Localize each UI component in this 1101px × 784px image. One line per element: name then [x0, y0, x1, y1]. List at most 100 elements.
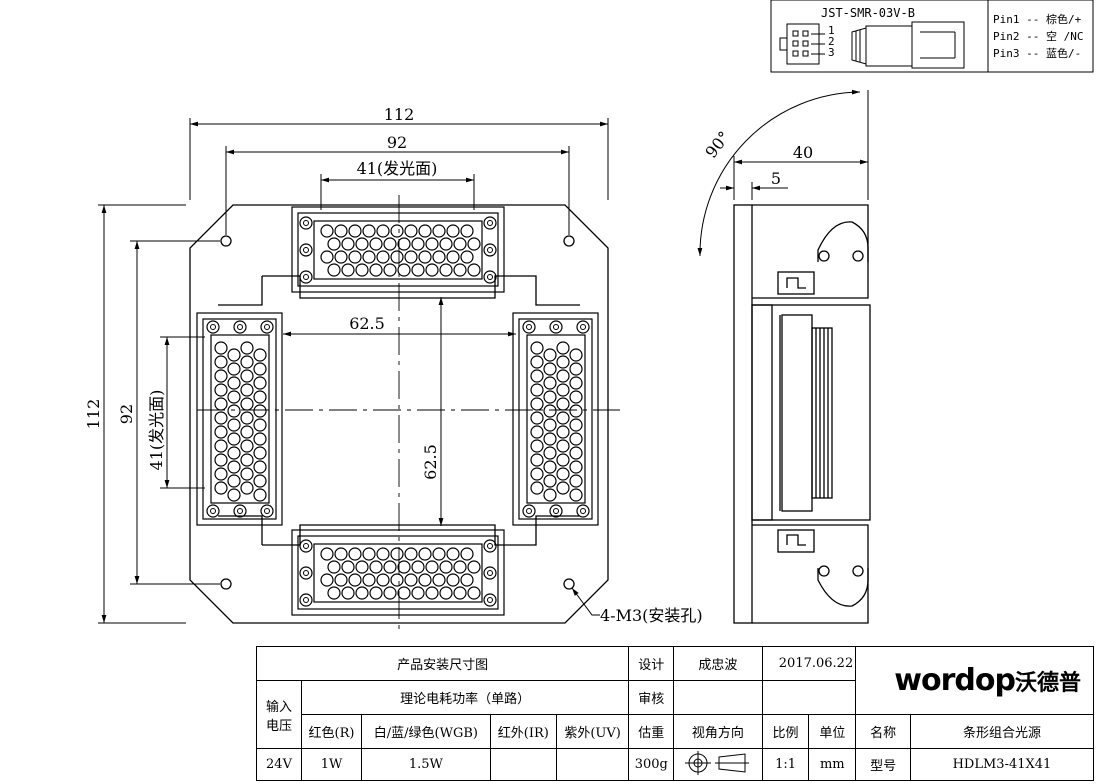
led-icon	[355, 586, 369, 600]
led-icon	[341, 586, 355, 600]
led-icon	[390, 224, 404, 238]
power-ir-value	[489, 748, 557, 781]
dim-left-emitting: 41(发光面)	[147, 390, 166, 471]
led-icon	[530, 383, 544, 397]
led-icon	[556, 355, 570, 369]
led-icon	[227, 362, 241, 376]
led-icon	[453, 560, 467, 574]
bar-frame	[297, 212, 499, 287]
led-icon	[362, 250, 376, 264]
led-icon	[327, 586, 341, 600]
led-icon	[383, 560, 397, 574]
screw-head-icon	[526, 508, 532, 514]
led-icon	[320, 250, 334, 264]
drawing-date: 2017.06.22	[761, 646, 857, 681]
screw-icon	[233, 504, 247, 518]
led-icon	[369, 237, 383, 251]
led-icon	[334, 573, 348, 587]
led-icon	[383, 586, 397, 600]
led-icon	[253, 376, 267, 390]
led-icon	[556, 467, 570, 481]
screw-head-icon	[303, 543, 309, 549]
screw-head-icon	[210, 508, 216, 514]
led-icon	[439, 586, 453, 600]
led-icon	[543, 460, 557, 474]
screw-head-icon	[487, 597, 493, 603]
led-icon	[341, 560, 355, 574]
mount-hole-tr	[563, 235, 575, 247]
screw-head-icon	[303, 247, 309, 253]
led-icon	[569, 376, 583, 390]
led-icon	[418, 250, 432, 264]
led-icon	[556, 481, 570, 495]
screw-icon	[549, 320, 563, 334]
led-icon	[214, 411, 228, 425]
led-icon	[460, 250, 474, 264]
led-icon	[362, 224, 376, 238]
led-icon	[467, 560, 481, 574]
screw-icon	[483, 593, 497, 607]
side-lower-bracket	[752, 524, 869, 624]
screw-icon	[206, 320, 220, 334]
screw-icon	[260, 504, 274, 518]
screw-head-icon	[237, 508, 243, 514]
led-icon	[253, 446, 267, 460]
side-dimensions	[697, 89, 869, 257]
led-icon	[369, 560, 383, 574]
model-label: 型号	[855, 748, 911, 781]
drawing-title: 产品安装尺寸图	[255, 646, 630, 681]
bar-housing	[291, 206, 505, 293]
led-icon	[418, 547, 432, 561]
led-icon	[543, 446, 557, 460]
led-icon	[327, 237, 341, 251]
review-date	[761, 680, 857, 715]
unit-label: 单位	[808, 714, 857, 749]
led-icon	[397, 263, 411, 277]
led-icon	[334, 547, 348, 561]
led-icon	[543, 348, 557, 362]
led-icon	[320, 224, 334, 238]
led-icon	[425, 586, 439, 600]
led-icon	[341, 263, 355, 277]
led-icon	[411, 560, 425, 574]
col-white: 白/蓝/绿色(WGB)	[361, 714, 491, 749]
led-icon	[390, 250, 404, 264]
led-icon	[404, 224, 418, 238]
power-header: 理论电耗功率（单路）	[300, 680, 630, 715]
led-icon	[214, 467, 228, 481]
name-label: 名称	[855, 714, 911, 749]
led-icon	[240, 467, 254, 481]
led-icon	[397, 237, 411, 251]
pin-2-label: Pin2 -- 空 /NC	[993, 30, 1084, 43]
bar-housing	[512, 312, 599, 526]
screw-head-icon	[303, 220, 309, 226]
col-uv: 紫外(UV)	[555, 714, 630, 749]
led-icon	[467, 586, 481, 600]
scale-value: 1:1	[761, 748, 810, 781]
led-icon	[543, 362, 557, 376]
led-icon	[460, 547, 474, 561]
side-module	[751, 304, 871, 521]
led-icon	[446, 547, 460, 561]
led-icon	[543, 418, 557, 432]
led-icon	[453, 586, 467, 600]
led-icon	[556, 411, 570, 425]
side-view	[733, 204, 871, 624]
led-icon	[569, 474, 583, 488]
led-icon	[556, 453, 570, 467]
led-icon	[556, 397, 570, 411]
dim-inner-vertical: 62.5	[421, 444, 440, 480]
led-icon	[543, 376, 557, 390]
led-icon	[320, 573, 334, 587]
led-icon	[556, 341, 570, 355]
led-icon	[556, 383, 570, 397]
led-icon	[460, 224, 474, 238]
led-icon	[453, 237, 467, 251]
led-icon	[355, 237, 369, 251]
led-icon	[240, 481, 254, 495]
led-icon	[569, 418, 583, 432]
led-icon	[439, 560, 453, 574]
screw-icon	[576, 504, 590, 518]
logo-chinese: 沃德普	[1014, 671, 1081, 696]
